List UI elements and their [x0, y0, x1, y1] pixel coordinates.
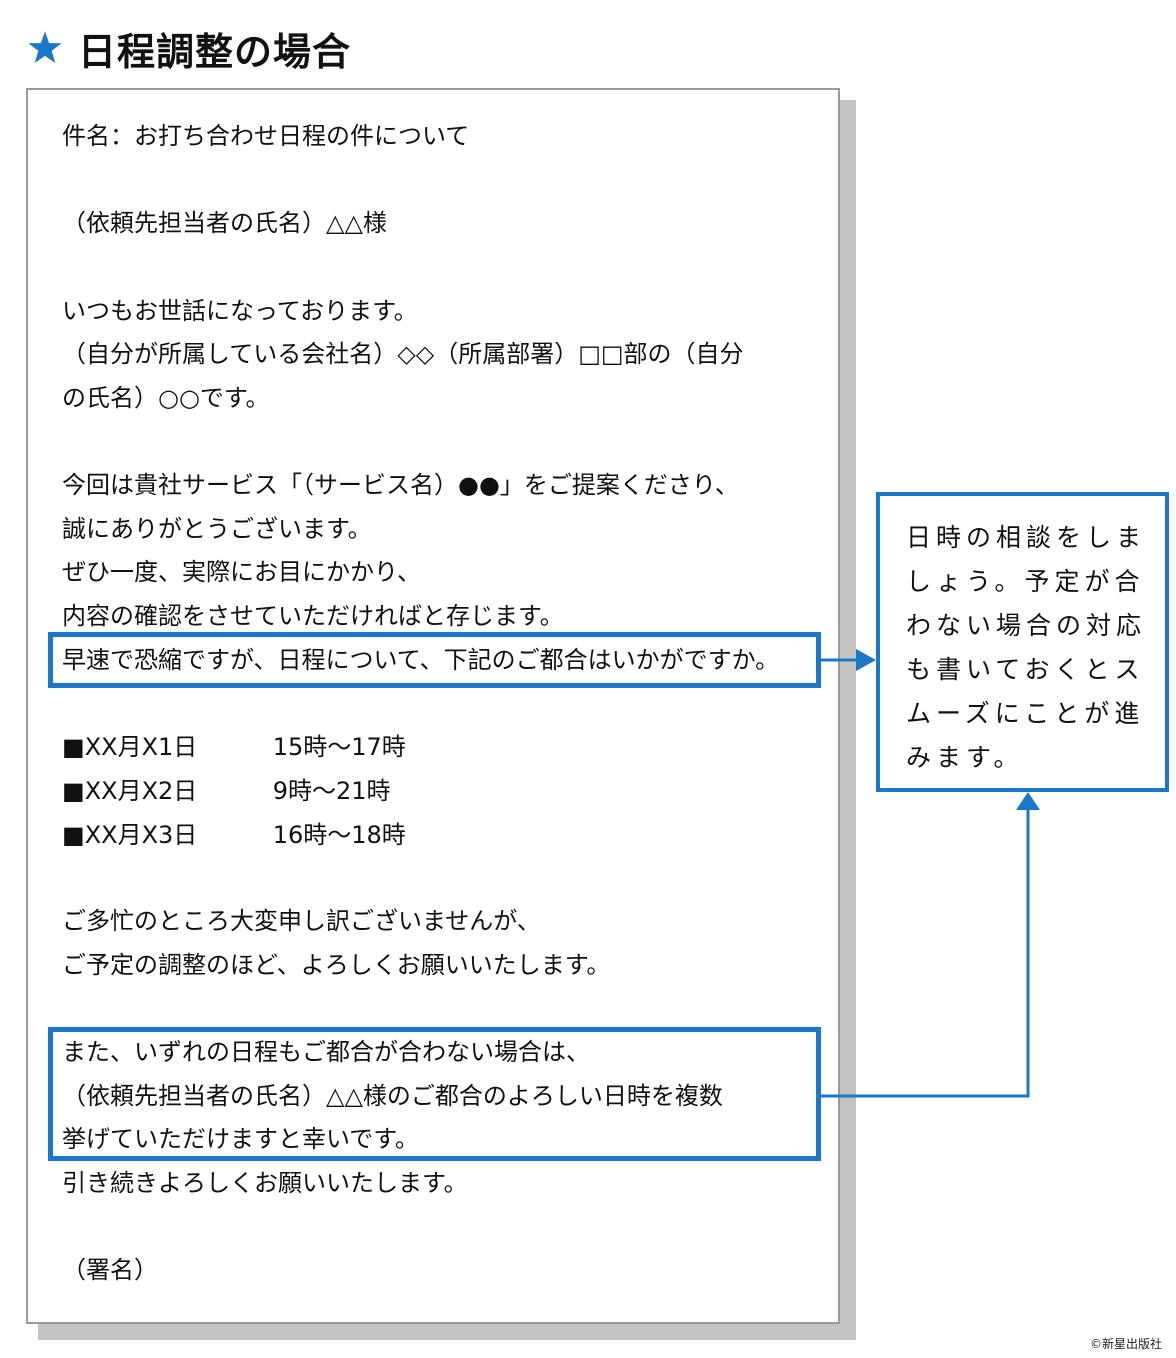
- highlight-alternative: [48, 1027, 821, 1161]
- email-intro-line-1: （自分が所属している会社名）◇◇（所属部署）□□部の（自分: [62, 340, 744, 368]
- email-body-line-2: 誠にありがとうございます。: [62, 515, 372, 543]
- schedule-time: 15時～17時: [272, 733, 406, 761]
- email-signature: （署名）: [62, 1256, 158, 1284]
- bullet-square-icon: ■: [62, 777, 85, 805]
- schedule-item: ■XX月X3日 16時～18時: [62, 820, 406, 850]
- schedule-date: XX月X3日: [84, 821, 198, 849]
- schedule-date: XX月X1日: [84, 733, 198, 761]
- star-icon: [26, 29, 66, 67]
- schedule-time: 16時～18時: [272, 821, 406, 849]
- email-body-line-1: 今回は貴社サービス「（サービス名）●●」をご提案くださり、: [62, 471, 739, 499]
- email-body-line-3: ぜひ一度、実際にお目にかかり、: [62, 558, 422, 586]
- email-alternative-line-1: また、いずれの日程もご都合が合わない場合は、: [62, 1038, 590, 1066]
- email-intro-line-2: の氏名）○○です。: [62, 384, 270, 412]
- bullet-square-icon: ■: [62, 733, 85, 761]
- email-subject: 件名：お打ち合わせ日程の件について: [62, 122, 470, 150]
- schedule-date: XX月X2日: [84, 777, 198, 805]
- callout-text: 日時の相談をしましょう。予定が合わない場合の対応も書いておくとスムーズにことが進…: [906, 523, 1147, 772]
- email-closing-line-2: ご予定の調整のほど、よろしくお願いいたします。: [62, 951, 611, 979]
- schedule-time: 9時～21時: [272, 777, 391, 805]
- callout-box: 日時の相談をしましょう。予定が合わない場合の対応も書いておくとスムーズにことが進…: [876, 492, 1169, 792]
- bullet-square-icon: ■: [62, 821, 85, 849]
- email-greeting: いつもお世話になっております。: [62, 297, 418, 325]
- section-title: 日程調整の場合: [78, 29, 352, 74]
- email-closing-line-1: ご多忙のところ大変申し訳ございませんが、: [62, 907, 541, 935]
- schedule-item: ■XX月X1日 15時～17時: [62, 732, 406, 762]
- email-recipient: （依頼先担当者の氏名）△△様: [62, 209, 387, 237]
- highlight-request: [48, 632, 821, 688]
- email-alternative-line-3: 挙げていただけますと幸いです。: [62, 1125, 419, 1153]
- email-document: [26, 88, 840, 1324]
- email-request-line: 早速で恐縮ですが、日程について、下記のご都合はいかがですか。: [62, 646, 780, 674]
- copyright: ©新星出版社: [1089, 1337, 1162, 1351]
- email-final-line: 引き続きよろしくお願いいたします。: [62, 1169, 468, 1197]
- schedule-item: ■XX月X2日 9時～21時: [62, 776, 391, 806]
- section-heading: 日程調整の場合: [26, 22, 351, 74]
- email-body-line-4: 内容の確認をさせていただければと存じます。: [62, 602, 564, 630]
- email-alternative-line-2: （依頼先担当者の氏名）△△様のご都合のよろしい日時を複数: [62, 1082, 723, 1110]
